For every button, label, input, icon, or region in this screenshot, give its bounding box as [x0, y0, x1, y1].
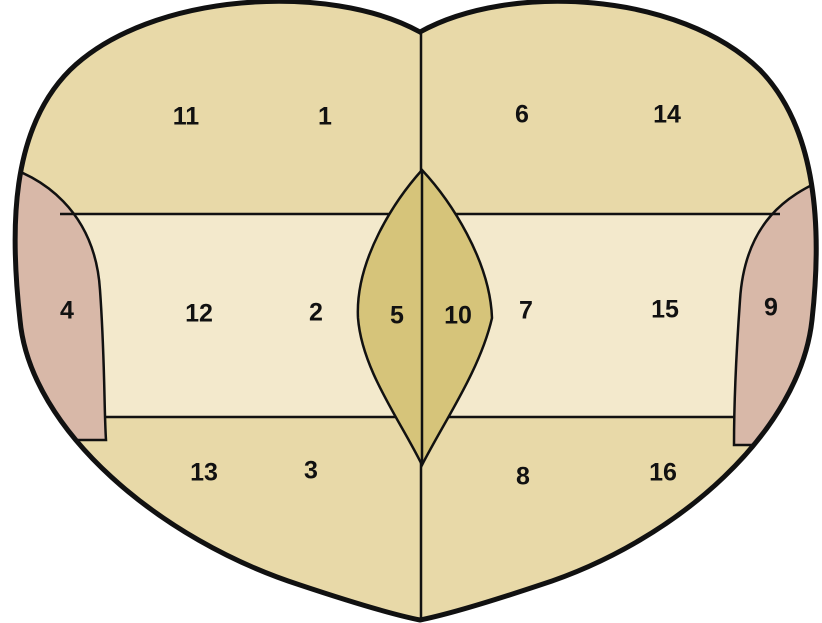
- zone-label-14: 14: [653, 101, 681, 129]
- zone-label-8: 8: [516, 463, 530, 491]
- zone-label-4: 4: [60, 297, 74, 325]
- zone-label-3: 3: [304, 457, 318, 485]
- zone-label-12: 12: [185, 300, 213, 328]
- zone-label-10: 10: [444, 302, 472, 330]
- zone-label-11: 11: [173, 103, 200, 131]
- zone-label-1: 1: [318, 103, 332, 131]
- zone-label-5: 5: [390, 302, 404, 330]
- zone-label-15: 15: [651, 296, 679, 324]
- zone-label-2: 2: [309, 299, 323, 327]
- zone-label-6: 6: [515, 101, 529, 129]
- zone-label-16: 16: [649, 459, 677, 487]
- zone-label-7: 7: [519, 297, 533, 325]
- zone-label-9: 9: [764, 294, 778, 322]
- zone-label-13: 13: [190, 459, 218, 487]
